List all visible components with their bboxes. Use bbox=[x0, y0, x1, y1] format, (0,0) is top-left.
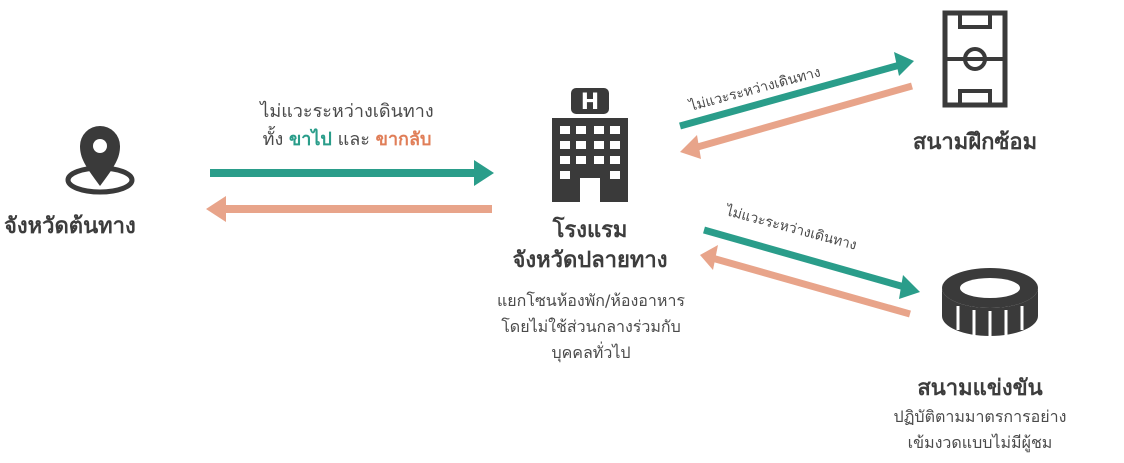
stadium-note: ปฏิบัติตามมาตรการอย่าง เข้มงวดแบบไม่มีผู… bbox=[850, 404, 1110, 456]
travel-note-connector: และ bbox=[337, 129, 370, 150]
hotel-note-line: โดยไม่ใช้ส่วนกลางร่วมกับ bbox=[501, 317, 681, 336]
travel-note-line1: ไม่แวะระหว่างเดินทาง bbox=[260, 101, 434, 122]
hotel-title-line2: จังหวัดปลายทาง bbox=[512, 248, 668, 273]
travel-note-prefix: ทั้ง bbox=[262, 129, 284, 150]
hotel-note-line: แยกโซนห้องพัก/ห้องอาหาร bbox=[496, 291, 686, 310]
travel-note-line2: ทั้ง ขาไป และ ขากลับ bbox=[222, 126, 472, 154]
training-field-node: สนามฝึกซ้อม bbox=[900, 10, 1050, 160]
svg-text:H: H bbox=[581, 90, 599, 115]
hotel-building-icon: H bbox=[552, 88, 628, 202]
outbound-label: ขาไป bbox=[288, 129, 332, 150]
stadium-icon bbox=[942, 268, 1038, 336]
return-arrow-training-hotel bbox=[680, 82, 913, 159]
origin-node: จังหวัดต้นทาง bbox=[4, 118, 190, 248]
football-field-icon bbox=[942, 10, 1008, 108]
hotel-note: แยกโซนห้องพัก/ห้องอาหาร โดยไม่ใช้ส่วนกลา… bbox=[446, 288, 736, 366]
return-arrow-hotel-origin bbox=[206, 196, 492, 222]
hotel-node: H โรงแรม จังหวัดปลายทาง bbox=[490, 86, 690, 386]
travel-note: ไม่แวะระหว่างเดินทาง ทั้ง ขาไป และ ขากลั… bbox=[222, 98, 472, 154]
outbound-arrow-origin-hotel bbox=[210, 160, 494, 186]
location-pin-icon bbox=[65, 126, 135, 195]
hotel-note-line: บุคคลทั่วไป bbox=[551, 343, 631, 362]
stadium-label: สนามแข่งขัน bbox=[917, 376, 1043, 401]
stadium-note-line: ปฏิบัติตามมาตรการอย่าง bbox=[893, 407, 1067, 426]
stadium-note-line: เข้มงวดแบบไม่มีผู้ชม bbox=[907, 433, 1053, 452]
stadium-node: สนามแข่งขัน bbox=[880, 262, 1080, 462]
hotel-title-line1: โรงแรม bbox=[552, 218, 628, 243]
training-field-label: สนามฝึกซ้อม bbox=[912, 130, 1038, 155]
outbound-arrow-hotel-training bbox=[679, 52, 914, 130]
return-arrow-stadium-hotel bbox=[700, 245, 911, 318]
outbound-arrow-hotel-stadium bbox=[703, 226, 920, 299]
origin-label: จังหวัดต้นทาง bbox=[4, 214, 136, 239]
return-label: ขากลับ bbox=[375, 129, 432, 150]
